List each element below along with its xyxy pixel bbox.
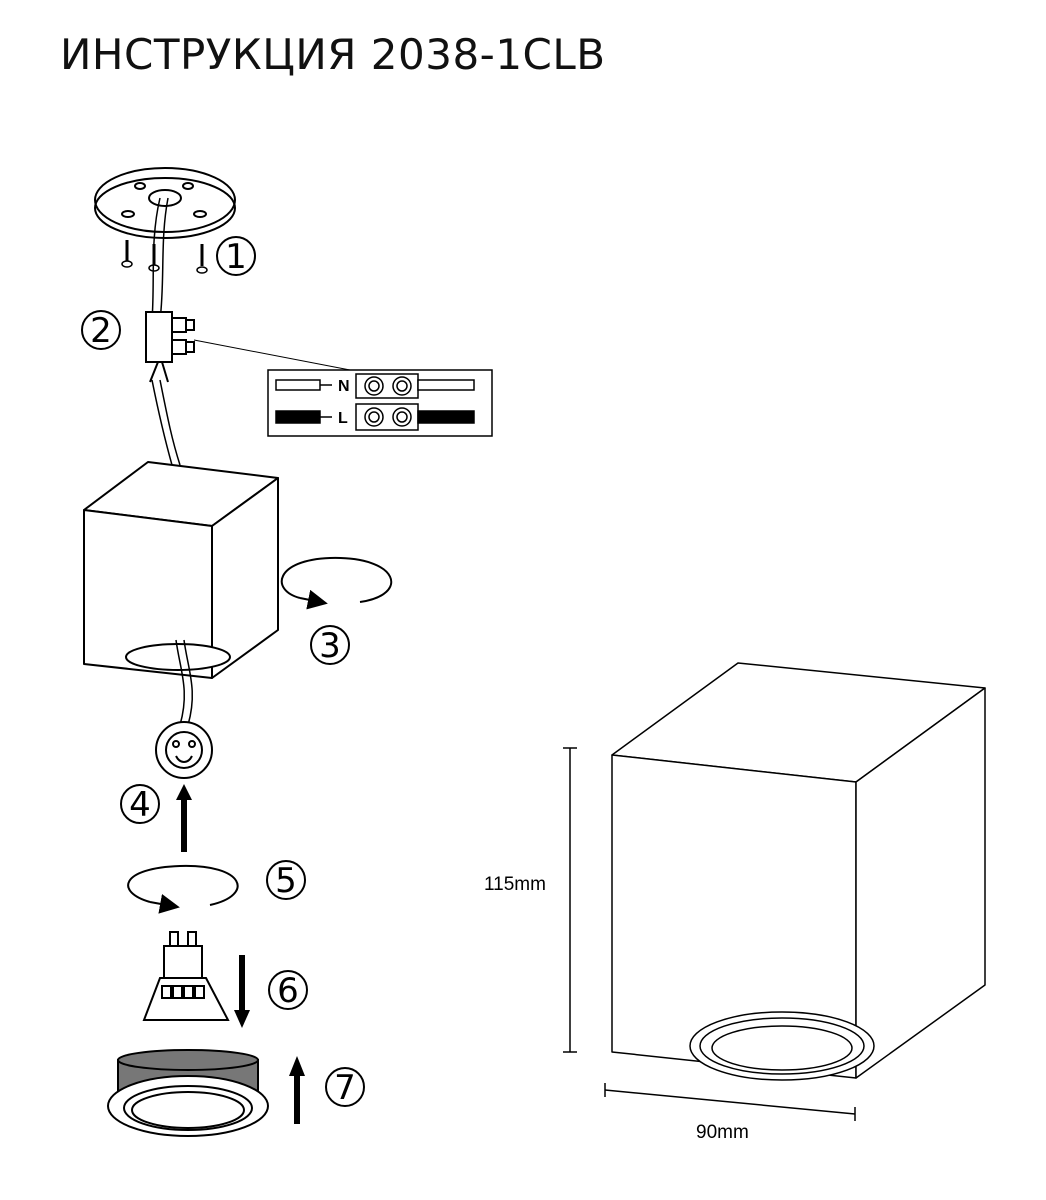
step-1-label: 1 — [225, 237, 247, 277]
step-2-label: 2 — [90, 311, 112, 351]
cable — [151, 197, 181, 466]
mounting-plate — [94, 167, 236, 239]
neutral-label: N — [338, 378, 350, 395]
terminal-block — [145, 311, 195, 383]
dimension-cube — [611, 662, 986, 1081]
width-label: 90mm — [696, 1122, 749, 1143]
step-markers: 1 2 3 4 5 6 7 — [81, 236, 365, 1108]
lamp-body — [83, 461, 279, 679]
step-5-label: 5 — [275, 861, 297, 901]
mounting-screws — [121, 240, 208, 274]
gu10-socket — [155, 721, 213, 779]
wiring-detail — [267, 369, 493, 437]
callout-line — [193, 339, 351, 371]
step-3-label: 3 — [319, 626, 341, 666]
rotate-arrow — [280, 556, 393, 610]
width-dimension-line — [604, 1083, 856, 1121]
trim-ring — [107, 1049, 269, 1137]
live-label: L — [338, 410, 348, 427]
step-7-label: 7 — [334, 1068, 356, 1108]
height-label: 115mm — [484, 874, 546, 895]
gu10-bulb — [142, 931, 230, 1021]
height-dimension-line — [563, 747, 577, 1053]
step-4-label: 4 — [129, 785, 151, 825]
step-6-label: 6 — [277, 971, 299, 1011]
page-title: ИНСТРУКЦИЯ 2038-1CLB — [60, 30, 606, 79]
twist-arrow — [127, 864, 239, 914]
socket-cable — [175, 639, 194, 726]
